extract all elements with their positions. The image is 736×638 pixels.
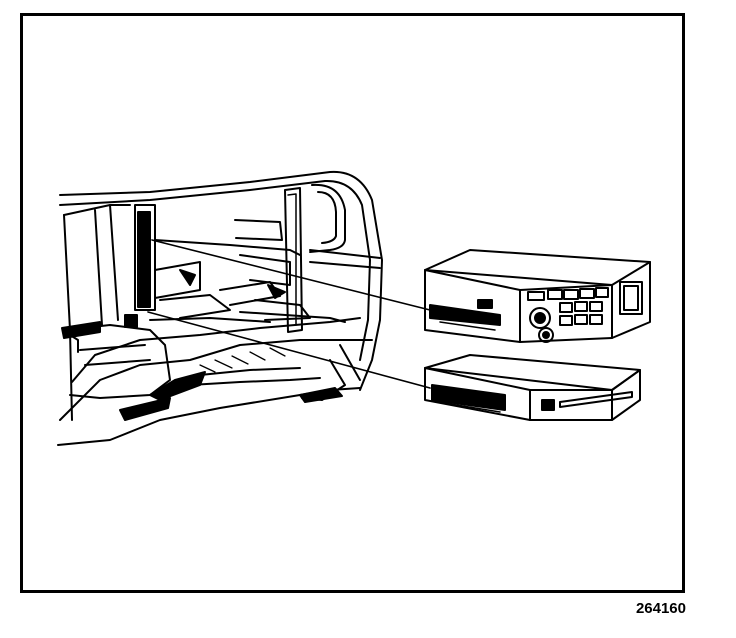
instrument-panel [57, 170, 383, 446]
shading [199, 347, 286, 373]
cassette-player [424, 354, 641, 421]
radio-cavity [124, 187, 381, 333]
leader-lines [147, 239, 431, 389]
radio-receiver [424, 249, 651, 343]
figure-number: 264160 [635, 600, 686, 617]
